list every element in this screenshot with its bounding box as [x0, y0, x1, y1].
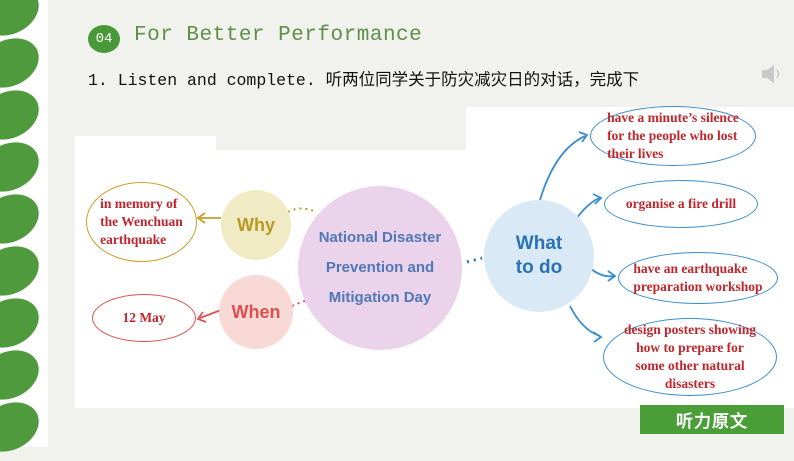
- why-label: Why: [237, 214, 275, 235]
- instruction-text: 1. Listen and complete. 听两位同学关于防灾减灾日的对话，…: [88, 71, 640, 90]
- todo-answer-bubble: organise a fire drill: [604, 180, 758, 228]
- why-node: Why: [221, 190, 291, 260]
- what-to-do-node: What to do: [484, 200, 594, 312]
- todo-answer-bubble: have an earthquake preparation workshop: [618, 252, 778, 304]
- listening-script-button[interactable]: 听力原文: [640, 405, 784, 434]
- when-node: When: [219, 275, 293, 349]
- answer-line: the Wenchuan: [100, 214, 183, 229]
- mind-map: National Disaster Prevention and Mitigat…: [75, 106, 794, 408]
- answer-line: some other natural: [635, 358, 745, 373]
- what-to-do-label: What: [515, 233, 563, 254]
- what-to-do-label: to do: [515, 257, 563, 278]
- answer-line: their lives: [607, 146, 664, 161]
- when-answer-bubble: 12 May: [92, 294, 196, 342]
- answer-line: how to prepare for: [636, 340, 744, 355]
- answer-line: preparation workshop: [633, 279, 763, 294]
- section-title: For Better Performance: [134, 24, 423, 47]
- center-topic-circle: National Disaster Prevention and Mitigat…: [298, 186, 462, 350]
- answer-line: disasters: [664, 376, 716, 391]
- todo-answer-bubble: have a minute’s silence for the people w…: [590, 106, 756, 166]
- section-number-badge: 04: [88, 25, 120, 53]
- answer-line: design posters showing: [623, 322, 757, 337]
- answer-line: earthquake: [100, 232, 167, 247]
- answer-line: for the people who lost: [607, 128, 738, 143]
- answer-line: have an earthquake: [633, 261, 748, 276]
- center-topic-line: Mitigation Day: [328, 289, 432, 306]
- center-topic-line: National Disaster: [318, 229, 442, 246]
- answer-line: organise a fire drill: [625, 196, 737, 211]
- speaker-icon[interactable]: [760, 62, 782, 86]
- why-answer-bubble: in memory of the Wenchuan earthquake: [86, 182, 197, 262]
- answer-line: in memory of: [100, 196, 178, 211]
- answer-line: have a minute’s silence: [607, 110, 739, 125]
- mind-map-panel: [75, 136, 216, 408]
- left-edge-decoration: [0, 0, 48, 461]
- center-topic-line: Prevention and: [325, 259, 435, 276]
- todo-answer-bubble: design posters showing how to prepare fo…: [603, 318, 777, 396]
- answer-line: 12 May: [122, 310, 166, 325]
- when-label: When: [231, 301, 281, 322]
